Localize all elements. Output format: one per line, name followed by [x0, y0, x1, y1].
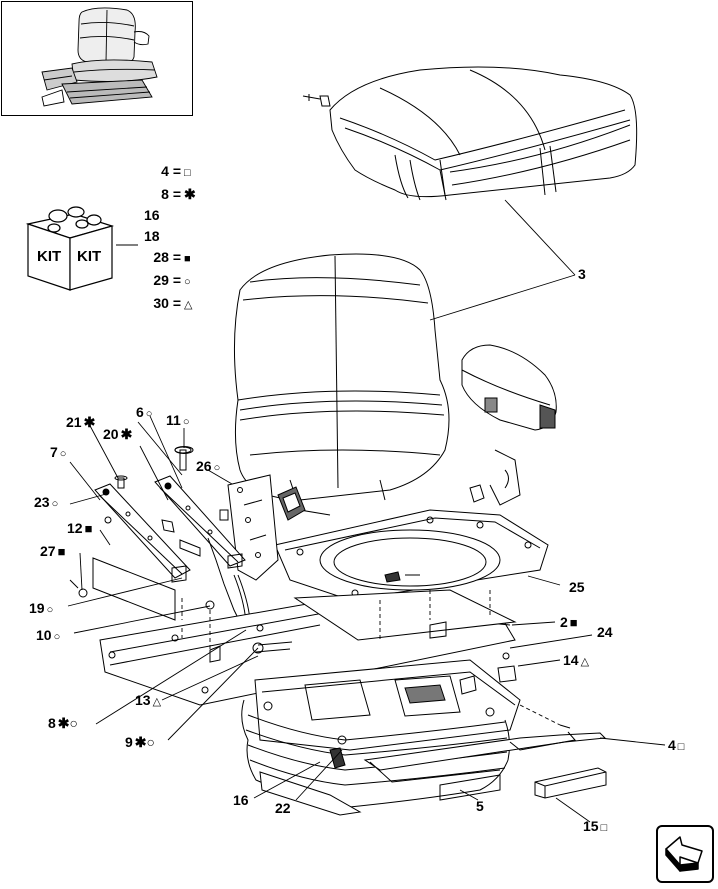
seat-pan-frame: [274, 509, 549, 601]
callout-3: 3: [578, 266, 586, 282]
legend-row: 4 =□: [161, 163, 191, 179]
callout-12: 12■: [67, 520, 93, 536]
lever-grip: [534, 767, 607, 799]
legend-row: 16: [144, 207, 160, 223]
callout-22: 22: [275, 800, 291, 816]
callout-21: 21✱: [66, 414, 96, 430]
legend-row: 28 =■: [153, 249, 191, 265]
legend-row: 29 =○: [153, 272, 191, 288]
callout-24: 24: [597, 624, 613, 640]
callout-7: 7○: [50, 444, 67, 460]
overview-seat-drawing: [41, 7, 158, 107]
callout-15: 15□: [583, 818, 608, 834]
callout-6: 6○: [136, 404, 153, 420]
kit-label-left: KIT: [37, 248, 62, 265]
callout-19: 19○: [29, 600, 54, 616]
suspension-base: [241, 621, 521, 816]
callout-13: 13△: [135, 692, 162, 708]
callout-11: 11○: [166, 412, 190, 428]
callout-23: 23○: [34, 494, 59, 510]
navigate-back-button[interactable]: [656, 825, 714, 883]
seat-cushion: [302, 66, 638, 201]
overview-thumbnail: [1, 1, 193, 116]
kit-box-icon: KIT KIT: [24, 196, 116, 292]
callout-10: 10○: [36, 627, 61, 643]
callout-27: 27■: [40, 543, 66, 559]
kit-label-right: KIT: [77, 248, 102, 265]
lever-handle: [363, 731, 607, 783]
legend-row: 8 =✱: [161, 186, 196, 202]
mounting-brackets: [92, 557, 517, 706]
callout-2: 2■: [560, 614, 578, 630]
seat-belt-buckle: [277, 484, 485, 521]
callout-9: 9✱○: [125, 734, 155, 750]
legend-row: 30 =△: [153, 295, 193, 311]
kit-legend: 4 =□ 8 =✱ 16 18 28 =■ 29 =○ 30 =△: [140, 161, 200, 316]
callout-8: 8✱○: [48, 715, 78, 731]
legend-row: 18: [144, 228, 160, 244]
callout-14: 14△: [563, 652, 590, 668]
callout-20: 20✱: [103, 426, 133, 442]
callout-26: 26○: [196, 458, 221, 474]
armrest: [461, 344, 557, 506]
arrow-down-left-icon: [665, 836, 703, 872]
leader-lines: [67, 199, 666, 823]
seat-backrest: [233, 253, 450, 516]
callout-4: 4□: [668, 737, 685, 753]
callout-16: 16: [233, 792, 249, 808]
callout-5: 5: [476, 798, 484, 814]
callout-25: 25: [569, 579, 585, 595]
